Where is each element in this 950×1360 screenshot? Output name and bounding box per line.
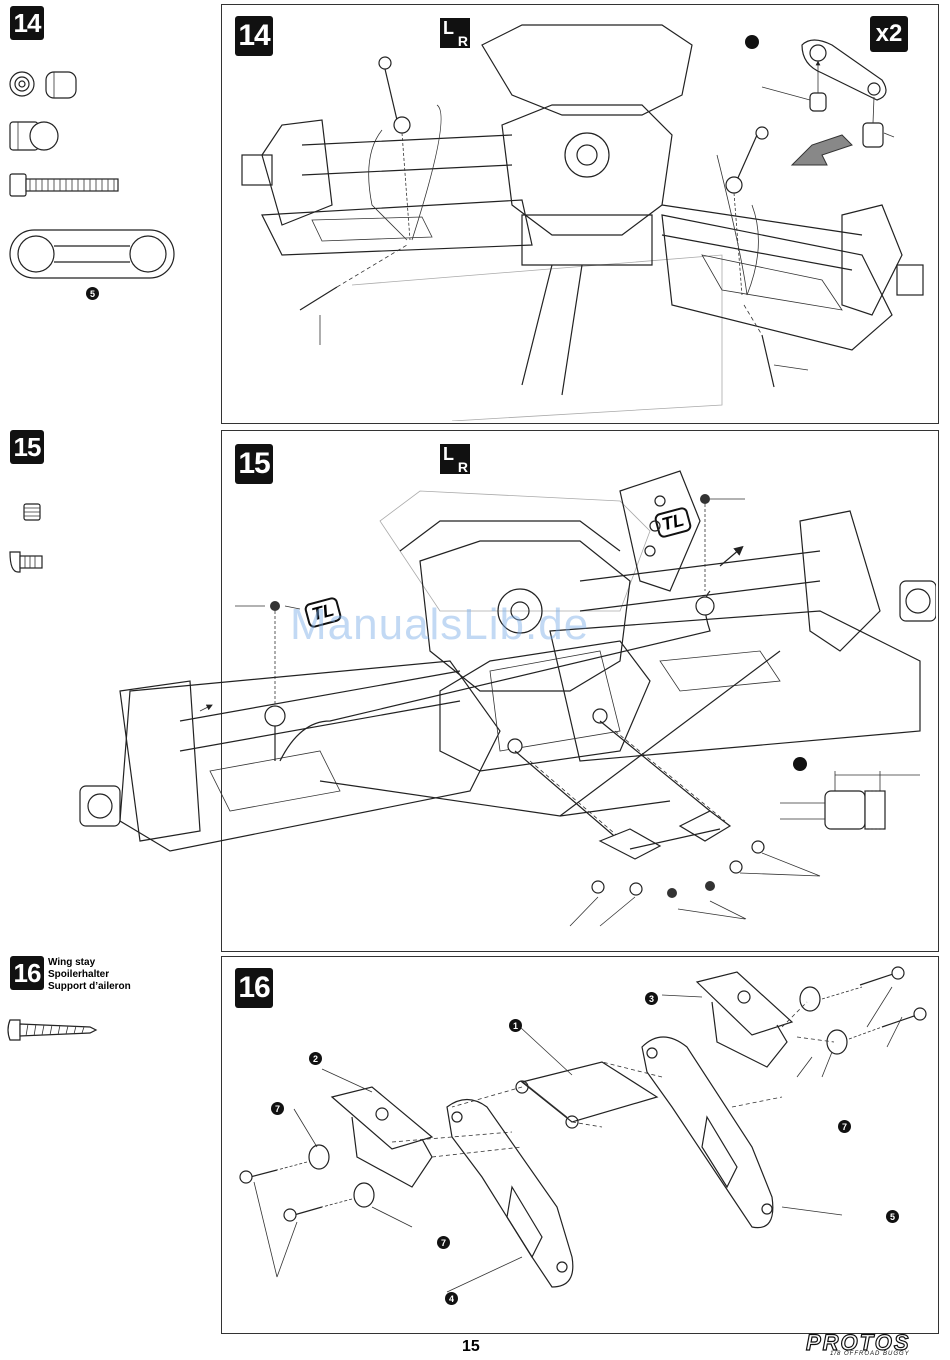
step-14-part-number: 5 [86, 287, 99, 300]
callout-2-text: 2 [313, 1054, 318, 1064]
page-number: 15 [462, 1338, 480, 1356]
step-14-assembly-drawing [222, 5, 936, 421]
callout-5-text: 5 [890, 1212, 895, 1222]
step-16-title-block: Wing stay Spoilerhalter Support d’ailero… [48, 957, 131, 993]
step-16-parts-list [0, 1010, 110, 1050]
step-16-side-number: 16 [14, 958, 41, 989]
step-14-part-number-text: 5 [90, 289, 95, 299]
callout-4-text: 4 [449, 1294, 454, 1304]
callout-1: 1 [509, 1019, 522, 1032]
callout-5: 5 [886, 1210, 899, 1223]
brand-subtitle: 1/8 OFFROAD BUGGY [830, 1351, 910, 1357]
step-15-side-number: 15 [14, 432, 41, 463]
step-16-title-en: Wing stay [48, 957, 131, 969]
callout-3: 3 [645, 992, 658, 1005]
callout-7b: 7 [437, 1236, 450, 1249]
step-16-assembly-drawing [222, 957, 936, 1331]
callout-7a-text: 7 [275, 1104, 280, 1114]
callout-4: 4 [445, 1292, 458, 1305]
step-15-assembly-drawing [60, 431, 936, 949]
step-14-side-badge: 14 [10, 6, 44, 40]
callout-7b-text: 7 [441, 1238, 446, 1248]
watermark: ManualsLib.de [290, 600, 589, 650]
step-14-side-number: 14 [14, 8, 41, 39]
step-16-title-fr: Support d’aileron [48, 981, 131, 993]
step-16-title-de: Spoilerhalter [48, 969, 131, 981]
step-16-side-badge: 16 [10, 956, 44, 990]
callout-3-text: 3 [649, 994, 654, 1004]
callout-7c: 7 [838, 1120, 851, 1133]
callout-7a: 7 [271, 1102, 284, 1115]
step-14-parts-list [0, 60, 200, 300]
callout-2: 2 [309, 1052, 322, 1065]
callout-7c-text: 7 [842, 1122, 847, 1132]
callout-1-text: 1 [513, 1021, 518, 1031]
step-15-side-badge: 15 [10, 430, 44, 464]
